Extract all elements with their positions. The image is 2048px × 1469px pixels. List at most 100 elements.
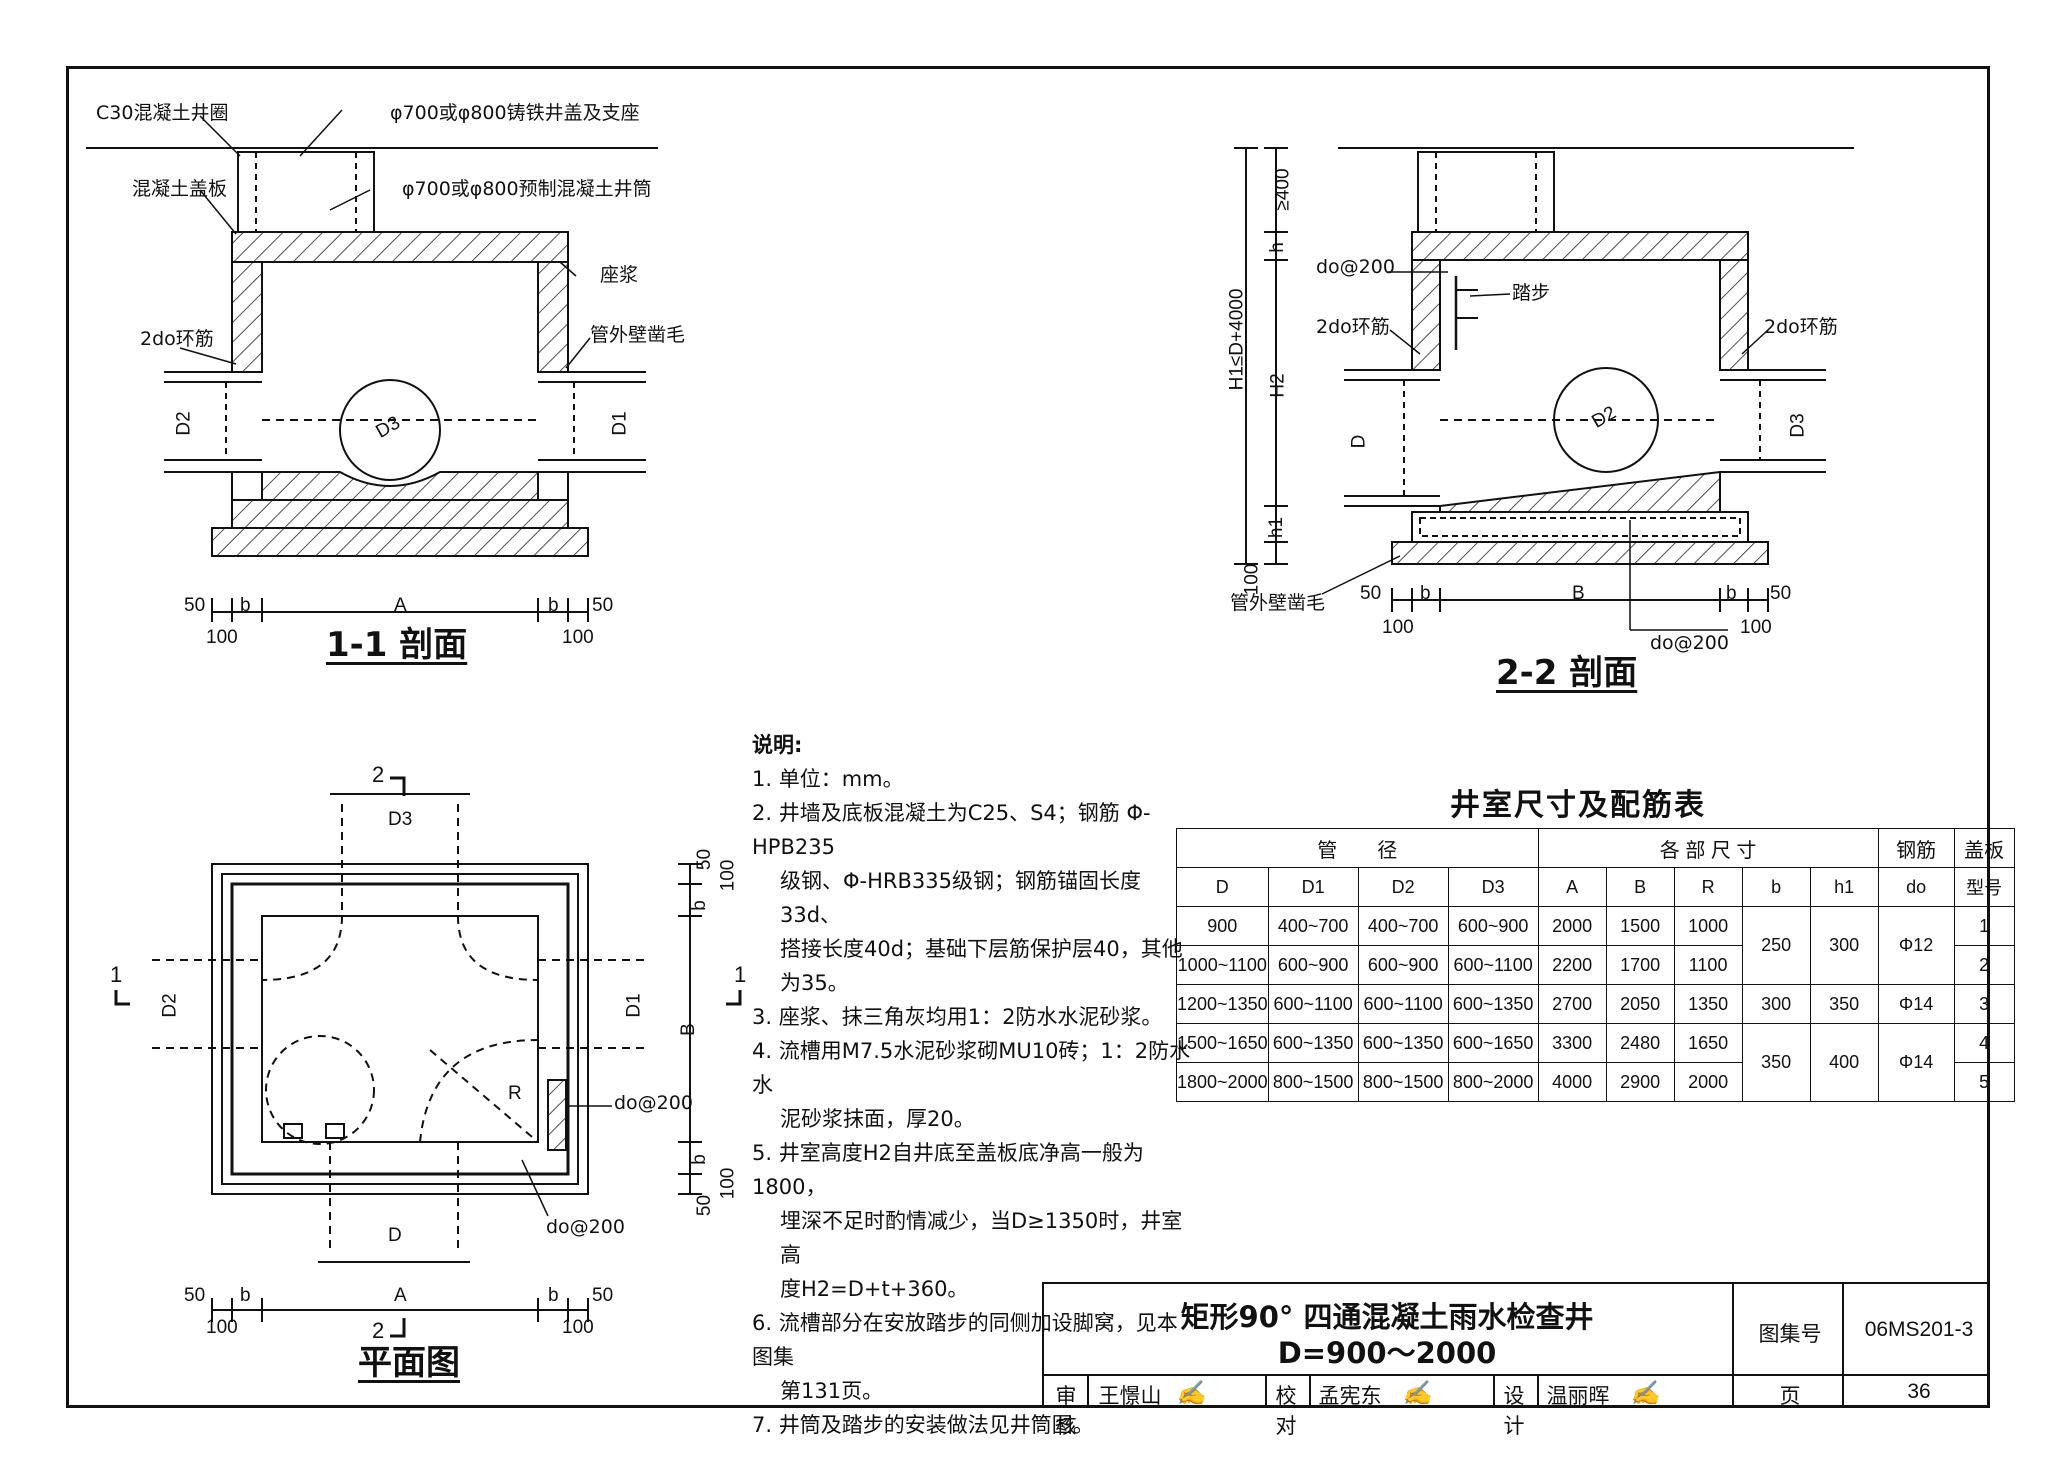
note-item: 7. 井筒及踏步的安装做法见井筒图。	[752, 1413, 1094, 1437]
section-mark-2: 2	[372, 1318, 385, 1343]
title-block-divider	[1732, 1282, 1734, 1408]
table-group-dims: 各 部 尺 寸	[1537, 828, 1879, 868]
table-cell: 2900	[1605, 1062, 1675, 1102]
section-mark-1: 1	[110, 962, 123, 987]
dim-b: b	[240, 1285, 251, 1306]
table-header: 型号	[1953, 867, 2015, 907]
title-block-border	[1042, 1282, 1990, 1408]
label-do200: do@200	[546, 1216, 625, 1238]
table-cell: 400~700	[1357, 906, 1449, 946]
note-item: 泥砂浆抹面，厚20。	[780, 1107, 975, 1131]
section-1-1-title: 1-1 剖面	[326, 625, 468, 665]
check-label: 校对	[1275, 1384, 1297, 1438]
section-mark-1: 1	[734, 962, 747, 987]
dim-b: b	[1726, 583, 1737, 604]
table-cell: 600~1350	[1357, 1023, 1449, 1063]
dim-100: 100	[1740, 617, 1772, 638]
table-cell: Φ14	[1877, 1023, 1955, 1102]
table-cell: 800~1500	[1267, 1062, 1359, 1102]
dim-100: 100	[1382, 617, 1414, 638]
table-cell: 600~1100	[1267, 984, 1359, 1024]
table-row: 1000~1100 600~900 600~900 600~1100 2200 …	[1176, 945, 2015, 985]
table-cell: 1500~1650	[1176, 1023, 1269, 1063]
label-do200: do@200	[1650, 632, 1729, 654]
title-block: 矩形90° 四通混凝土雨水检查井 D=900～2000 图集号 06MS201-…	[1042, 1282, 1990, 1438]
dim-b: b	[548, 1285, 559, 1306]
design-label: 设计	[1503, 1384, 1525, 1438]
section-2-2-title: 2-2 剖面	[1496, 653, 1638, 693]
dim-d3: D3	[388, 809, 413, 830]
designer-signature: ✍	[1630, 1378, 1660, 1407]
dim-r: R	[508, 1083, 522, 1104]
table-cell: 5	[1953, 1062, 2015, 1102]
note-item: 第131页。	[780, 1379, 884, 1403]
review-label: 审核	[1055, 1384, 1077, 1438]
table-cell: 350	[1741, 1023, 1811, 1102]
label-ring-bar: 2do环筋	[140, 328, 214, 350]
table-cell: Φ12	[1877, 906, 1955, 985]
label-mortar: 座浆	[600, 264, 639, 286]
note-item: 度H2=D+t+360。	[780, 1277, 969, 1301]
label-rough: 管外壁凿毛	[1230, 592, 1326, 614]
note-item: 搭接长度40d；基础下层筋保护层40，其他为35。	[780, 937, 1183, 995]
drawing-subtitle: D=900～2000	[1277, 1336, 1497, 1370]
notes-block: 说明: 1. 单位：mm。 2. 井墙及底板混凝土为C25、S4；钢筋 Φ-HP…	[752, 728, 1192, 1442]
table-cell: 250	[1741, 906, 1811, 985]
label-ring: C30混凝土井圈	[96, 102, 229, 124]
title-block-divider	[1042, 1374, 1990, 1376]
label-do200: do@200	[1316, 256, 1395, 278]
table-cell: 1650	[1673, 1023, 1743, 1063]
dim-50: 50	[1360, 583, 1382, 604]
table-cell: 4000	[1537, 1062, 1607, 1102]
dim-100: 100	[206, 1317, 238, 1338]
section-mark-2: 2	[372, 762, 385, 787]
table-cell: 400~700	[1267, 906, 1359, 946]
dim-100: 100	[562, 1317, 594, 1338]
table-cell: 1700	[1605, 945, 1675, 985]
dim-50: 50	[592, 595, 614, 616]
table-cell: 300	[1741, 984, 1811, 1024]
page-number: 36	[1907, 1380, 1931, 1403]
label-slab: 混凝土盖板	[132, 178, 228, 200]
plan-drawing	[114, 776, 742, 1338]
table-header: R	[1673, 867, 1743, 907]
dim-b: b	[548, 595, 559, 616]
table-cell: 350	[1809, 984, 1879, 1024]
dim-50: 50	[184, 1285, 206, 1306]
dim-50: 50	[592, 1285, 614, 1306]
dim-b: b	[240, 595, 251, 616]
table-header: do	[1877, 867, 1955, 907]
label-cover: φ700或φ800铸铁井盖及支座	[390, 102, 640, 124]
table-cell: 2000	[1537, 906, 1607, 946]
note-item: 3. 座浆、抹三角灰均用1：2防水水泥砂浆。	[752, 1005, 1163, 1029]
table-cell: 1800~2000	[1176, 1062, 1269, 1102]
spec-table: 管 径 各 部 尺 寸 钢筋 盖板 D D1 D2 D3 A B R b h1 …	[1176, 828, 2015, 1102]
label-ring-bar: 2do环筋	[1316, 316, 1390, 338]
label-do200: do@200	[614, 1092, 693, 1114]
notes-heading: 说明:	[752, 733, 803, 757]
checker-signature: ✍	[1402, 1378, 1432, 1407]
atlas-label: 图集号	[1758, 1322, 1822, 1346]
label-shaft: φ700或φ800预制混凝土井筒	[402, 178, 652, 200]
table-row: 1200~1350 600~1100 600~1100 600~1350 270…	[1176, 984, 2015, 1024]
table-cell: 1000~1100	[1176, 945, 1269, 985]
table-cell: 600~1650	[1447, 1023, 1539, 1063]
table-cell: 2	[1953, 945, 2015, 985]
reviewer-name: 王憬山	[1098, 1384, 1162, 1408]
label-rough: 管外壁凿毛	[590, 324, 686, 346]
table-title: 井室尺寸及配筋表	[1450, 788, 1706, 823]
note-item: 埋深不足时酌情减少，当D≥1350时，井室高	[780, 1209, 1183, 1267]
title-block-divider	[1842, 1282, 1844, 1408]
table-cell: 2200	[1537, 945, 1607, 985]
atlas-number: 06MS201-3	[1864, 1318, 1974, 1341]
table-cell: 1200~1350	[1176, 984, 1269, 1024]
note-item: 级钢、Φ-HRB335级钢；钢筋锚固长度33d、	[780, 869, 1141, 927]
table-cell: 2000	[1673, 1062, 1743, 1102]
table-cell: 600~1350	[1267, 1023, 1359, 1063]
table-cell: 2700	[1537, 984, 1607, 1024]
section-2-2-drawing	[1234, 147, 1854, 631]
note-item: 6. 流槽部分在安放踏步的同侧加设脚窝，见本图集	[752, 1311, 1178, 1369]
table-cell: 800~2000	[1447, 1062, 1539, 1102]
dim-100: 100	[206, 627, 238, 648]
